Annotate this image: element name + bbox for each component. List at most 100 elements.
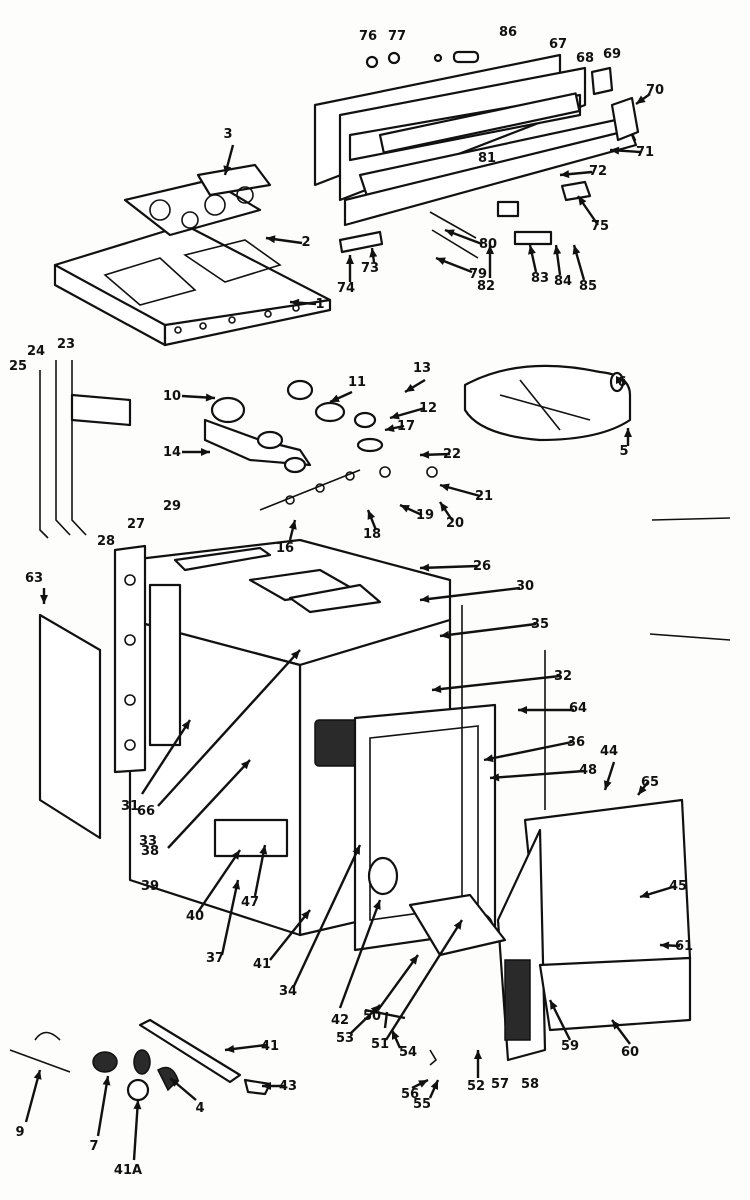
arrowhead: [225, 1044, 235, 1053]
callout-21: 21: [439, 483, 493, 504]
arrowhead: [367, 510, 376, 520]
arrowhead: [405, 383, 415, 392]
callout-number: 69: [603, 47, 621, 62]
callout-number: 39: [141, 879, 159, 894]
arrowhead: [528, 245, 536, 255]
callout-83: 83: [528, 244, 549, 286]
arrowhead: [553, 245, 562, 255]
callout-60: 60: [611, 1019, 639, 1060]
leader-line: [419, 586, 521, 602]
callout-41: 41: [224, 1039, 279, 1054]
arrowhead: [390, 411, 400, 420]
callout-79: 79: [435, 256, 487, 282]
callout-65: 65: [637, 775, 659, 796]
callout-number: 61: [675, 939, 693, 954]
burner-components: [203, 379, 438, 511]
leader-line: [167, 759, 251, 849]
callout-17: 17: [384, 419, 415, 434]
callout-41: 41: [253, 909, 311, 972]
callout-61: 61: [659, 939, 693, 954]
leader-line: [419, 564, 479, 570]
arrowhead: [392, 1030, 400, 1040]
callout-number: 75: [591, 219, 609, 234]
oven-door: [496, 798, 692, 1062]
arrowhead: [420, 450, 430, 459]
leader-line: [197, 849, 241, 913]
callout-number: 52: [467, 1079, 485, 1094]
callout-24: 24: [27, 344, 45, 359]
callout-42: 42: [331, 899, 382, 1028]
callout-59: 59: [548, 999, 579, 1054]
cooktop-assembly: [53, 163, 332, 347]
arrowhead: [266, 235, 276, 244]
callout-number: 25: [9, 359, 27, 374]
callout-number: 36: [567, 735, 585, 750]
callout-51: 51: [371, 919, 464, 1052]
callout-number: 83: [531, 271, 549, 286]
parts-artwork: [9, 50, 731, 1102]
callout-number: 19: [416, 508, 434, 523]
callout-number: 33: [139, 834, 157, 849]
callout-number: 5: [619, 444, 628, 459]
callout-66: 66: [137, 649, 301, 819]
callout-number: 12: [419, 401, 437, 416]
callout-number: 38: [141, 844, 159, 859]
callout-85: 85: [572, 244, 597, 294]
leader-line: [292, 844, 362, 987]
callout-number: 2: [301, 235, 310, 250]
arrowhead: [550, 1000, 558, 1010]
callout-73: 73: [361, 247, 379, 276]
arrowhead: [102, 1076, 111, 1086]
callout-number: 29: [163, 499, 181, 514]
arrowhead: [373, 900, 381, 910]
arrowhead: [223, 165, 232, 175]
callout-31: 31: [121, 719, 192, 814]
callout-76: 76: [359, 29, 377, 44]
arrowhead: [640, 890, 650, 899]
callout-6: 6: [616, 375, 627, 390]
callout-36: 36: [483, 735, 585, 763]
callout-64: 64: [518, 701, 587, 716]
arrowhead: [288, 520, 297, 530]
callout-number: 23: [57, 337, 75, 352]
callout-22: 22: [419, 447, 461, 462]
leader-line: [157, 649, 301, 807]
burner-tubes: [39, 360, 132, 539]
arrowhead: [346, 255, 354, 264]
arrowhead: [432, 685, 442, 693]
callout-number: 47: [241, 895, 259, 910]
arrowhead: [445, 229, 455, 237]
callout-43: 43: [262, 1079, 297, 1094]
callout-32: 32: [431, 669, 572, 693]
callout-34: 34: [279, 844, 362, 999]
callout-37: 37: [206, 879, 241, 966]
arrowhead: [420, 563, 430, 572]
arrowhead: [301, 910, 310, 920]
callout-28: 28: [97, 534, 115, 549]
leader-line: [384, 919, 464, 1041]
callout-number: 10: [163, 389, 181, 404]
arrowhead: [181, 720, 190, 730]
callout-67: 67: [549, 37, 567, 52]
callout-number: 21: [475, 489, 493, 504]
callout-38: 38: [141, 759, 251, 859]
callout-number: 6: [617, 375, 626, 390]
arrowhead: [133, 1100, 142, 1110]
callout-number: 41A: [114, 1163, 142, 1178]
arrowhead: [33, 1070, 42, 1080]
arrowhead: [370, 1005, 380, 1015]
callout-number: 13: [413, 361, 431, 376]
arrowhead: [330, 394, 340, 402]
callout-1: 1: [289, 297, 325, 312]
callout-number: 72: [589, 164, 607, 179]
callout-45: 45: [639, 879, 687, 899]
callout-number: 20: [446, 516, 464, 531]
arrowhead: [474, 1050, 482, 1059]
callout-2: 2: [265, 235, 311, 250]
callout-number: 7: [89, 1139, 98, 1154]
callout-19: 19: [399, 503, 434, 523]
leader-line: [96, 1075, 110, 1137]
callout-number: 60: [621, 1045, 639, 1060]
